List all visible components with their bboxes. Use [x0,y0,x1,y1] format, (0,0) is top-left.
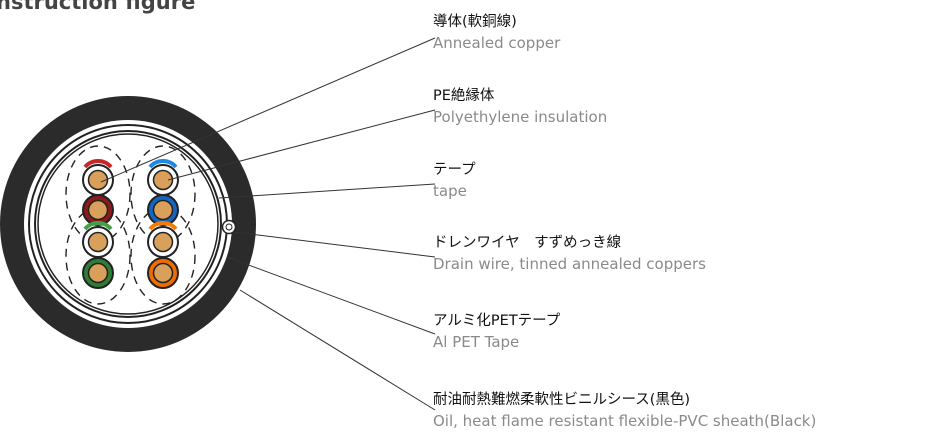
callout-jp-label: 耐油耐熱難燃柔軟性ビニルシース(黒色) [433,392,691,408]
leader-line-tape [218,183,436,199]
callout-tape: テープ tape [433,160,476,202]
leader-line-drain-wire [233,231,436,258]
tape-layer-outer [34,130,222,318]
leader-line-al-pet-tape [226,256,436,335]
callout-jp-label: PE絶縁体 [433,88,495,104]
callout-jp-label: テープ [433,162,476,178]
callout-en-label: Oil, heat flame resistant flexible-PVC s… [433,412,817,430]
callout-insulation: PE絶縁体 Polyethylene insulation [433,86,607,128]
tape-layer-inner [37,133,219,315]
pair-4-stripe [148,221,178,231]
callout-jp-label: 導体(軟銅線) [433,14,517,30]
leader-line-conductor [100,37,436,183]
conductor [87,169,109,191]
pair-2-stripe [148,159,178,169]
leader-line-sheath [239,289,436,411]
drain-wire [221,219,237,235]
callout-en-label: Drain wire, tinned annealed coppers [433,255,706,273]
conductor [152,231,174,253]
conductor [152,262,174,284]
callout-drain-wire: ドレンワイヤ すずめっき線 Drain wire, tinned anneale… [433,233,706,275]
sheath-inner-edge [24,120,232,328]
conductor [87,262,109,284]
figure-title: nstruction figure [0,0,196,14]
callout-jp-label: アルミ化PETテープ [433,313,561,329]
callout-en-label: tape [433,182,467,200]
conductor [87,199,109,221]
callout-conductor: 導体(軟銅線) Annealed copper [433,12,560,54]
conductor [152,199,174,221]
conductor [87,231,109,253]
pair-2 [147,159,179,226]
leader-line-insulation [167,109,436,181]
callout-jp-label: ドレンワイヤ すずめっき線 [433,235,622,251]
pair-3 [82,221,114,289]
pair-4-twist-outline [130,207,196,305]
pair-3-twist-outline [65,207,131,305]
pair-1 [82,159,114,226]
conductor [152,169,174,191]
callout-en-label: Annealed copper [433,34,561,52]
pair-3-stripe [83,221,113,231]
callout-en-label: Al PET Tape [433,333,520,351]
callout-en-label: Polyethylene insulation [433,108,608,126]
callout-sheath: 耐油耐熱難燃柔軟性ビニルシース(黒色) Oil, heat flame resi… [433,390,816,432]
pair-4 [147,221,179,289]
pair-1-stripe [83,159,113,169]
callout-al-pet-tape: アルミ化PETテープ Al PET Tape [433,311,560,353]
